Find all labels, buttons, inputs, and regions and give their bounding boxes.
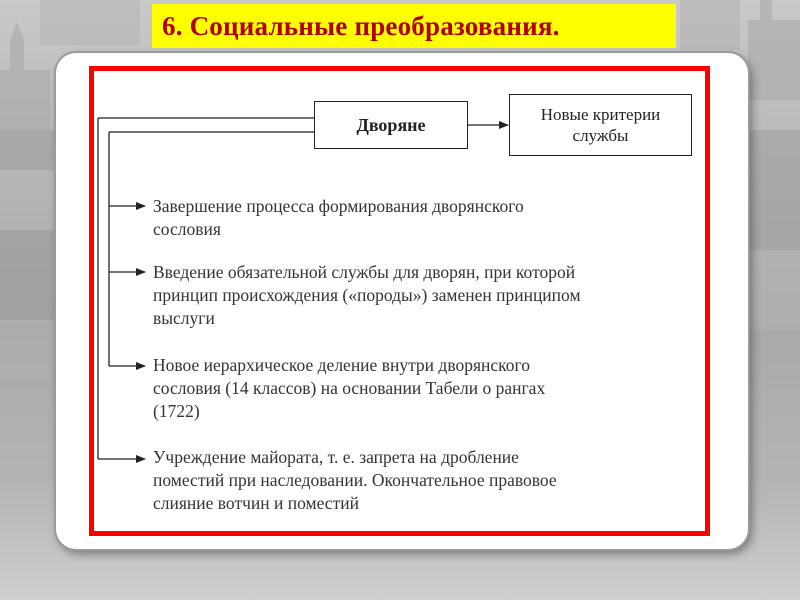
reform-item-2: Введение обязательной службы для дворян,… xyxy=(153,262,581,328)
new-service-criteria-label: Новые критерии службы xyxy=(540,105,661,145)
reform-item-1: Завершение процесса формирования дворянс… xyxy=(153,196,524,239)
slide-title: 6. Социальные преобразования. xyxy=(162,10,560,41)
new-service-criteria-box: Новые критерии службы xyxy=(509,94,692,156)
diagram-frame xyxy=(89,66,710,536)
slide-title-banner: 6. Социальные преобразования. xyxy=(152,4,676,48)
reform-item-4: Учреждение майората, т. е. запрета на др… xyxy=(153,447,557,513)
reform-item-3: Новое иерархическое деление внутри дворя… xyxy=(153,355,546,421)
nobles-box: Дворяне xyxy=(314,101,468,149)
